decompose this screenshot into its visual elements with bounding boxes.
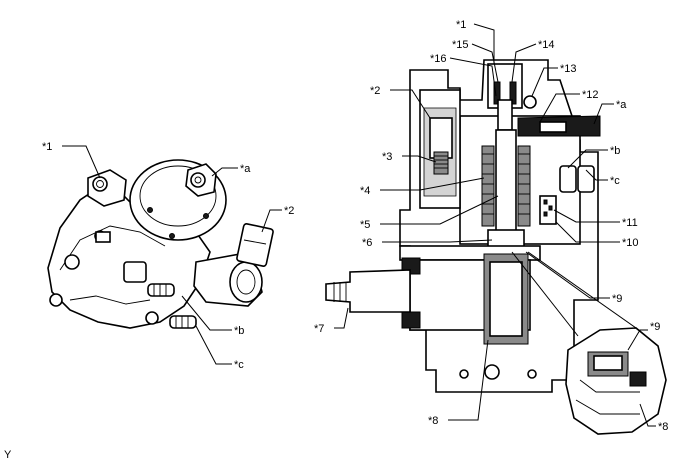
label-15: *15 [452, 39, 469, 51]
label-5: *5 [360, 219, 370, 231]
label-11: *11 [622, 217, 638, 229]
label-1-section: *1 [456, 19, 466, 31]
pump-section-view [325, 23, 620, 421]
label-10: *10 [622, 237, 639, 249]
label-a-section: *a [616, 99, 627, 111]
label-2-section: *2 [370, 85, 380, 97]
label-16: *16 [430, 53, 447, 65]
label-9-section: *9 [612, 293, 622, 305]
label-b-section: *b [610, 145, 620, 157]
label-8-section: *8 [428, 415, 438, 427]
label-a-external: *a [240, 163, 251, 175]
pump-external-view [47, 145, 282, 365]
label-4: *4 [360, 185, 370, 197]
label-12: *12 [582, 89, 599, 101]
label-6: *6 [362, 237, 372, 249]
label-3: *3 [382, 151, 392, 163]
label-8-detail: *8 [658, 421, 668, 433]
label-2-external: *2 [284, 205, 294, 217]
label-7: *7 [314, 323, 324, 335]
label-1-external: *1 [42, 141, 52, 153]
label-b-external: *b [234, 325, 244, 337]
label-13: *13 [560, 63, 577, 75]
detail-magnified-view [511, 251, 667, 435]
figure-code: Y [4, 449, 12, 461]
label-c-section: *c [610, 175, 620, 187]
label-c-external: *c [234, 359, 244, 371]
label-14: *14 [538, 39, 555, 51]
label-9-detail: *9 [650, 321, 660, 333]
